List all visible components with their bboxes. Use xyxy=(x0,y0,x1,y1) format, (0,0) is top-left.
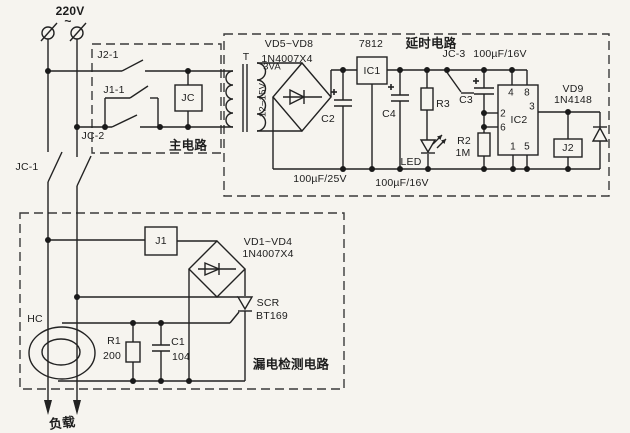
ic2-pin1-label: 1 xyxy=(510,141,516,153)
junction-dots xyxy=(45,67,571,384)
r2-resistor xyxy=(477,132,491,157)
vd9-part-label: 1N4148 xyxy=(554,94,592,106)
r3-resistor xyxy=(420,87,434,111)
transformer-symbol xyxy=(225,62,302,132)
j2-coil-label: J2 xyxy=(562,142,574,154)
ac-symbol: ~ xyxy=(64,14,72,28)
leakage-circuit-box xyxy=(19,212,345,390)
ic2-pin2-label: 2 xyxy=(500,108,506,120)
c3-ref-label: C3 xyxy=(459,94,473,106)
ic2-pin8-label: 8 xyxy=(524,87,530,99)
c4-capacitor-icon xyxy=(388,84,409,102)
mains-wires xyxy=(47,39,78,403)
ic2-ref-label: IC2 xyxy=(510,114,528,126)
jc3-contact-label: JC-3 xyxy=(442,48,466,60)
led-ref-label: LED xyxy=(400,156,422,168)
scr-ref-label: SCR xyxy=(256,297,280,309)
led-icon xyxy=(419,134,447,154)
j2-1-contact-label: J2-1 xyxy=(97,49,119,61)
load-arrow-icon xyxy=(44,400,81,415)
c2-capacitor-icon xyxy=(331,89,352,107)
c2-ref-label: C2 xyxy=(321,113,335,125)
c1-capacitor-icon xyxy=(152,344,170,352)
jc1-contact-label: JC-1 xyxy=(15,161,39,173)
hc-current-transformer-icon xyxy=(28,326,96,380)
ic2-pin5-label: 5 xyxy=(524,141,530,153)
r1-resistor xyxy=(125,341,141,363)
bridge-vd1-vd4-symbol xyxy=(188,240,246,298)
r1-ref-label: R1 xyxy=(107,335,121,347)
bridge2-ref-label: VD5~VD8 xyxy=(264,38,314,50)
scr-part-label: BT169 xyxy=(256,310,288,322)
bridge2-part-label: 1N4007X4 xyxy=(261,53,313,65)
transformer-power-label: 3VA xyxy=(263,61,281,73)
jc1-contact-icon xyxy=(47,151,92,187)
supply-voltage-label: 220V xyxy=(55,4,85,18)
main-circuit-wires xyxy=(48,59,233,128)
jc-2-contact-label: JC-2 xyxy=(81,130,105,142)
regulator-part-label: 7812 xyxy=(358,38,384,50)
bridge1-ref-label: VD1~VD4 xyxy=(243,236,293,248)
c4-ref-label: C4 xyxy=(382,108,396,120)
leakage-circuit-wires xyxy=(48,239,246,382)
jc-relay-coil xyxy=(174,84,203,112)
r2-value-label: 1M xyxy=(455,147,471,159)
r3-ref-label: R3 xyxy=(436,98,450,110)
transformer-secondary-label: 12~15V xyxy=(257,82,269,118)
main-circuit-box xyxy=(91,43,222,154)
ic2-pin6-label: 6 xyxy=(500,122,506,134)
j1-relay-coil xyxy=(144,226,178,256)
led-ray-arrowheads xyxy=(437,135,446,144)
ic1-regulator xyxy=(356,56,388,85)
r1-value-label: 200 xyxy=(102,350,122,362)
transformer-ref-label: T xyxy=(242,51,250,63)
ic2-pin3-label: 3 xyxy=(529,101,535,113)
leakage-circuit-title: 漏电检测电路 xyxy=(252,357,330,372)
hc-ref-label: HC xyxy=(27,313,43,325)
ic2-pin4-label: 4 xyxy=(508,87,514,99)
c3-capacitor-icon xyxy=(473,78,494,95)
jc-coil-label: JC xyxy=(181,92,195,104)
c3-value-label: 100µF/16V xyxy=(473,48,527,60)
c2-value-label: 100µF/25V xyxy=(293,173,347,185)
delay-circuit-title: 延时电路 xyxy=(405,36,457,51)
bridge-vd5-vd8-symbol xyxy=(272,61,332,169)
c1-value-label: 104 xyxy=(171,351,191,363)
scr-thyristor-icon xyxy=(236,296,254,312)
vd9-ref-label: VD9 xyxy=(562,83,584,95)
load-label: 负载 xyxy=(48,414,77,432)
j1-1-contact-label: J1-1 xyxy=(103,84,125,96)
regulator-ref-label: IC1 xyxy=(363,65,381,77)
j2-relay-coil xyxy=(553,138,583,158)
c4-value-label: 100µF/16V xyxy=(375,177,429,189)
ic2-timer xyxy=(497,84,539,156)
vd9-diode-icon xyxy=(591,126,609,142)
r2-ref-label: R2 xyxy=(457,135,471,147)
j1-coil-label: J1 xyxy=(155,235,167,247)
bridge1-part-label: 1N4007X4 xyxy=(242,248,294,260)
main-circuit-title: 主电路 xyxy=(168,138,208,153)
c1-ref-label: C1 xyxy=(171,336,185,348)
delay-circuit-box xyxy=(223,33,610,197)
